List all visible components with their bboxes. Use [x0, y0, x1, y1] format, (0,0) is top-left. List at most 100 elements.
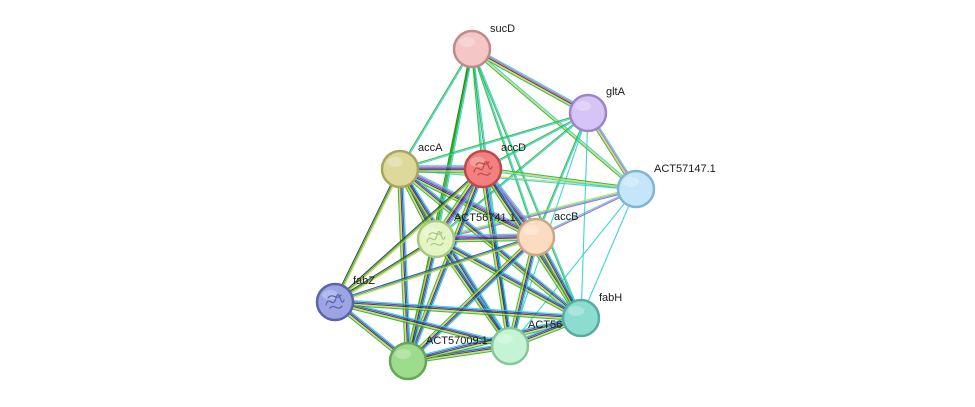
edge-evidence-line	[398, 48, 472, 169]
edge-evidence-line	[435, 238, 582, 319]
edge-evidence-line	[335, 239, 437, 304]
edge-evidence-line	[470, 49, 536, 238]
edge-evidence-line	[482, 168, 511, 347]
edge-evidence-line	[534, 112, 588, 237]
edge-ACT56741.1-ACT57009.1[interactable]	[404, 238, 440, 362]
node-highlight	[575, 101, 591, 111]
edge-ACT56741.1-fabZ[interactable]	[334, 237, 437, 304]
edge-evidence-line	[407, 236, 537, 362]
edge-evidence-line	[399, 168, 582, 319]
node-ACT57147.1[interactable]	[616, 169, 656, 209]
edge-evidence-line	[335, 169, 402, 303]
node-ACT57009.1[interactable]	[388, 341, 428, 381]
edge-sucD-ACT57147.1[interactable]	[470, 47, 638, 191]
edge-evidence-line	[580, 188, 637, 319]
edge-evidence-line	[334, 238, 437, 303]
node-label-sucD: sucD	[490, 23, 515, 35]
node-circle	[490, 326, 530, 366]
edge-evidence-line	[472, 47, 589, 113]
node-accA[interactable]	[380, 149, 420, 189]
node-highlight	[387, 157, 403, 167]
edge-evidence-line	[470, 49, 636, 191]
node-accB[interactable]	[516, 217, 556, 257]
edge-evidence-line	[334, 302, 581, 320]
edge-evidence-line	[472, 46, 590, 112]
edge-evidence-line	[408, 237, 538, 363]
edge-ACT57147.1-accD[interactable]	[482, 167, 637, 191]
edge-evidence-line	[472, 47, 638, 189]
protein-structure-icon	[473, 160, 493, 176]
node-ACT56[interactable]	[490, 326, 530, 366]
node-fabH[interactable]	[561, 298, 601, 338]
edge-evidence-line	[479, 169, 508, 347]
edge-evidence-line	[400, 168, 410, 361]
edge-evidence-line	[405, 234, 535, 360]
node-label-ACT56: ACT56	[528, 319, 562, 331]
edge-sucD-accA[interactable]	[398, 48, 474, 170]
edge-evidence-line	[396, 169, 406, 362]
edge-evidence-line	[409, 238, 539, 364]
edge-evidence-line	[334, 168, 484, 303]
edge-evidence-line	[434, 240, 581, 321]
edge-evidence-line	[436, 237, 582, 318]
edge-accB-ACT57009.1[interactable]	[405, 234, 539, 364]
edge-evidence-line	[471, 48, 637, 190]
edge-gltA-accB[interactable]	[534, 112, 590, 238]
node-gltA[interactable]	[568, 93, 608, 133]
edge-evidence-line	[435, 238, 511, 347]
node-circle	[380, 149, 420, 189]
edge-ACT56741.1-ACT56[interactable]	[433, 237, 513, 348]
edge-evidence-line	[335, 169, 485, 304]
edge-evidence-line	[333, 168, 400, 302]
edge-gltA-fabH[interactable]	[580, 112, 589, 319]
edge-ACT57147.1-fabH[interactable]	[580, 188, 637, 319]
edge-accD-fabZ[interactable]	[333, 167, 485, 304]
edge-sucD-fabH[interactable]	[470, 48, 583, 319]
edge-evidence-line	[433, 240, 509, 348]
edge-fabZ-fabH[interactable]	[334, 298, 582, 322]
node-highlight	[568, 306, 584, 316]
edge-ACT56741.1-fabH[interactable]	[434, 236, 583, 321]
edge-ACT57147.1-ACT56[interactable]	[509, 188, 637, 347]
edge-evidence-line	[482, 111, 588, 169]
edge-evidence-line	[334, 301, 511, 347]
node-highlight	[470, 157, 486, 167]
edge-sucD-gltA[interactable]	[470, 46, 590, 116]
edge-evidence-line	[434, 239, 510, 348]
edge-gltA-accA[interactable]	[399, 111, 589, 171]
node-ACT56741.1[interactable]	[416, 219, 456, 259]
edge-sucD-accB[interactable]	[470, 48, 538, 238]
edge-evidence-line	[580, 112, 589, 319]
edge-evidence-line	[472, 48, 485, 169]
node-fabZ[interactable]	[315, 282, 355, 322]
protein-structure-icon	[426, 230, 446, 246]
edge-evidence-line	[481, 169, 510, 347]
node-circle	[561, 298, 601, 338]
edge-sucD-accD[interactable]	[470, 48, 485, 170]
edge-evidence-line	[398, 169, 408, 362]
edge-evidence-line	[335, 300, 582, 318]
edge-evidence-line	[472, 48, 512, 346]
edge-evidence-line	[404, 238, 435, 361]
node-circle	[616, 169, 656, 209]
edge-evidence-line	[402, 168, 412, 361]
edge-evidence-line	[470, 50, 588, 116]
edge-accA-fabZ[interactable]	[333, 168, 402, 303]
edge-gltA-accD[interactable]	[482, 111, 589, 171]
node-highlight	[395, 349, 411, 359]
node-highlight	[322, 290, 338, 300]
edge-evidence-line	[335, 237, 537, 304]
node-circle	[516, 217, 556, 257]
edge-accA-fabH[interactable]	[397, 166, 584, 321]
node-accD[interactable]	[463, 149, 503, 189]
node-highlight	[423, 227, 439, 237]
node-label-accD: accD	[501, 142, 526, 154]
edge-evidence-line	[334, 301, 582, 319]
node-label-fabZ: fabZ	[353, 275, 375, 287]
node-sucD[interactable]	[452, 29, 492, 69]
edge-accA-ACT57009.1[interactable]	[396, 168, 412, 362]
edge-evidence-line	[483, 167, 637, 189]
edge-evidence-line	[399, 111, 588, 169]
edge-accB-fabZ[interactable]	[334, 235, 537, 304]
